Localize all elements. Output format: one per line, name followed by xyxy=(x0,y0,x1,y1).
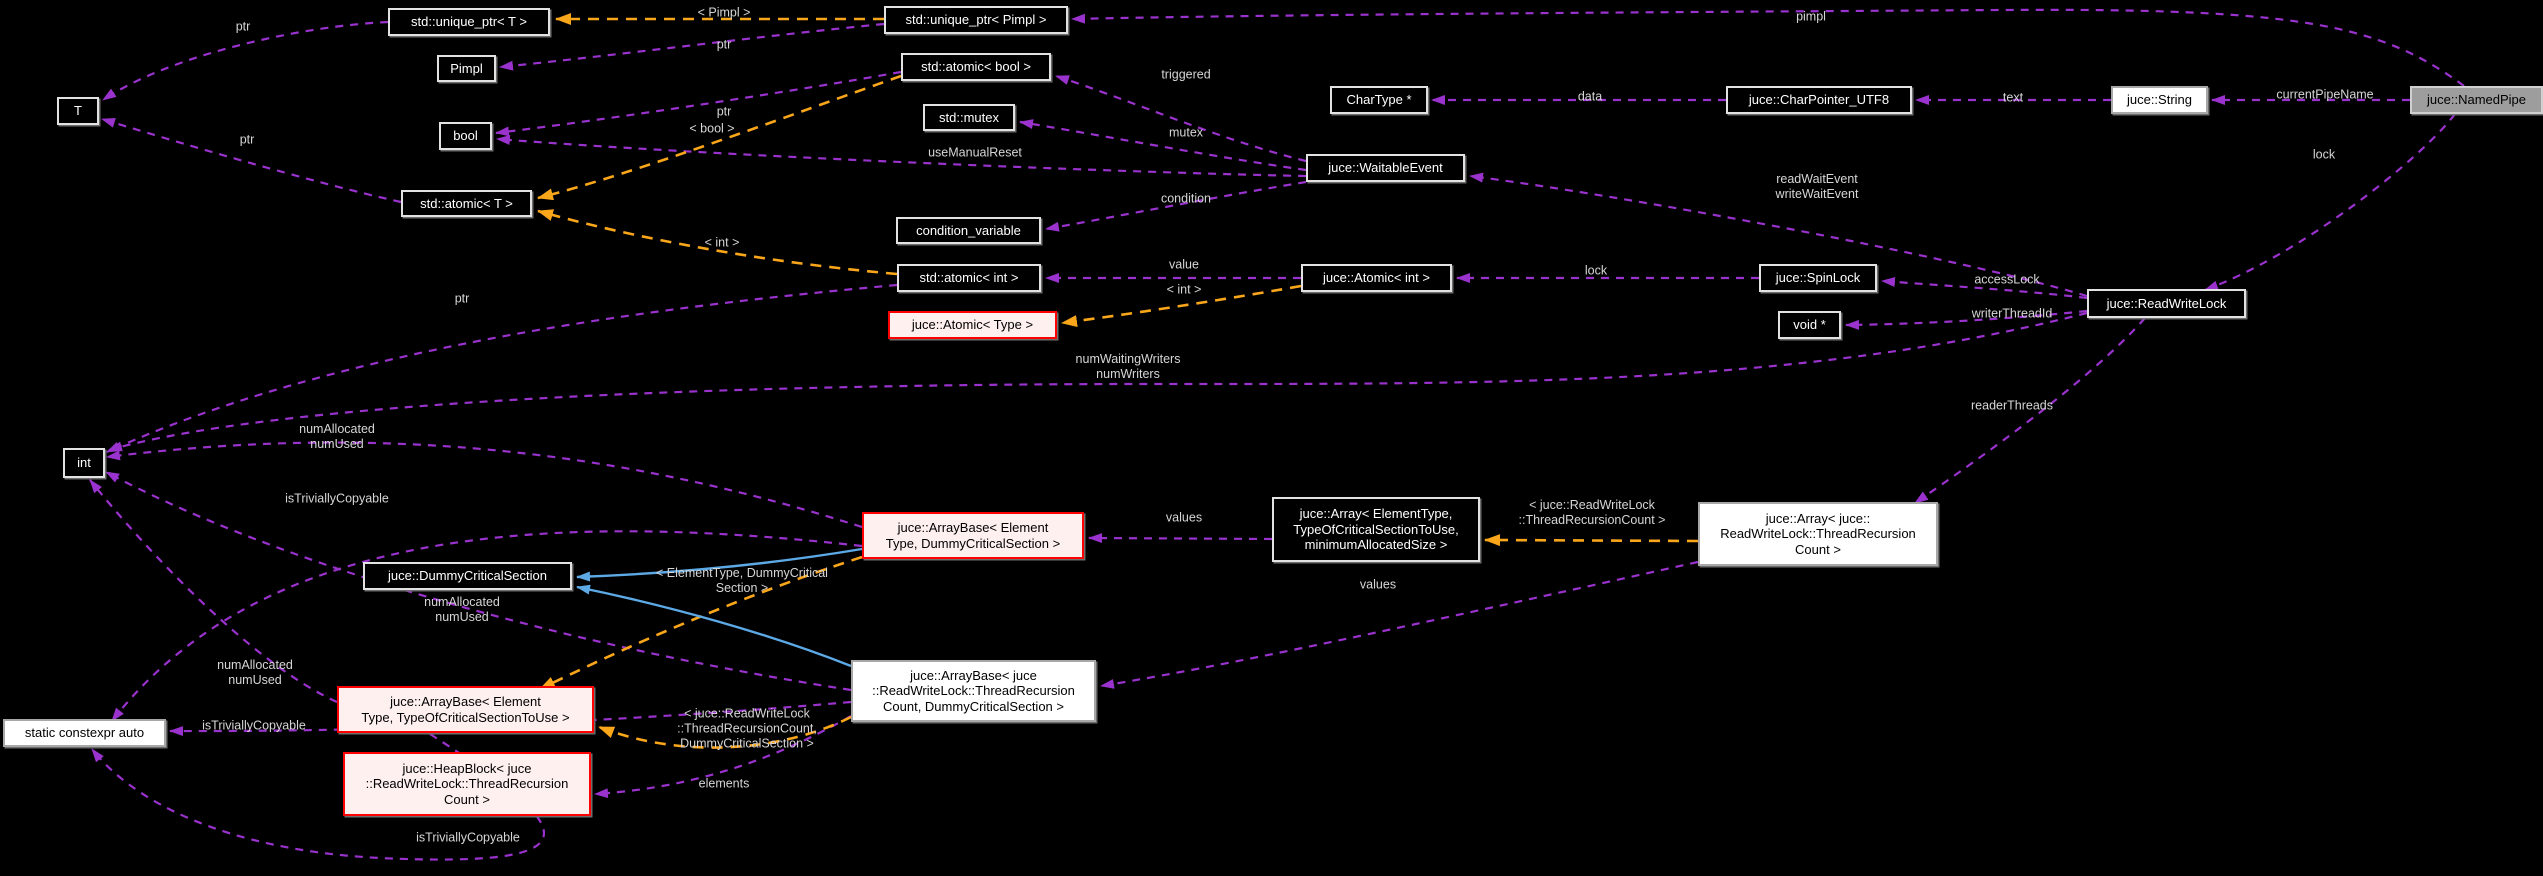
edge-readwritelock-to-void-ptr xyxy=(1845,309,2088,330)
node-t[interactable]: T xyxy=(57,97,99,125)
edge-arraybase-elem-dummy-inherits-dummycs xyxy=(576,547,863,582)
edge-atomic-bool-to-bool xyxy=(495,70,902,137)
edge-atomic-int-to-atomic-type xyxy=(1061,284,1302,327)
edge-arraybase-elem-dummy-to-arraybase-tocstu xyxy=(539,555,863,691)
node-juce-charpointer-utf8[interactable]: juce::CharPointer_UTF8 xyxy=(1726,86,1912,114)
node-std-unique-ptr-pimpl[interactable]: std::unique_ptr< Pimpl > xyxy=(884,6,1068,34)
edge-namedpipe-to-readwritelock xyxy=(2204,113,2456,292)
edge-readwritelock-to-spinlock xyxy=(1881,276,2088,300)
edge-arraybase-rwl-dummy-to-heapblock xyxy=(594,715,852,799)
edge-waitableevent-to-bool xyxy=(496,135,1307,178)
node-bool[interactable]: bool xyxy=(439,122,492,150)
edge-waitableevent-to-mutex xyxy=(1019,119,1307,172)
node-juce-string[interactable]: juce::String xyxy=(2111,86,2208,114)
edge-array-rwl-to-array-elemtype xyxy=(1484,534,1699,547)
edge-waitableevent-to-atomic-bool xyxy=(1055,74,1307,163)
node-juce-spinlock[interactable]: juce::SpinLock xyxy=(1759,264,1877,292)
node-juce-heapblock[interactable]: juce::HeapBlock< juce ::ReadWriteLock::T… xyxy=(343,752,591,816)
edge-readwritelock-to-int xyxy=(108,311,2088,452)
node-std-atomic-bool[interactable]: std::atomic< bool > xyxy=(901,53,1051,81)
edge-unique-ptr-pimpl-to-pimpl xyxy=(499,22,885,71)
edge-array-elemtype-to-arraybase-elem-dummy xyxy=(1088,533,1273,544)
node-int[interactable]: int xyxy=(63,448,105,478)
node-juce-array-rwl-trc[interactable]: juce::Array< juce:: ReadWriteLock::Threa… xyxy=(1698,502,1938,566)
node-std-unique-ptr-t[interactable]: std::unique_ptr< T > xyxy=(388,8,550,36)
node-juce-dummycriticalsection[interactable]: juce::DummyCriticalSection xyxy=(363,562,572,590)
edge-std-atomic-int-to-int xyxy=(106,283,898,454)
edge-readwritelock-to-array-rwl xyxy=(1914,317,2146,504)
node-std-mutex[interactable]: std::mutex xyxy=(923,104,1015,131)
node-pimpl[interactable]: Pimpl xyxy=(437,55,496,82)
node-std-atomic-t[interactable]: std::atomic< T > xyxy=(401,190,532,217)
edge-arraybase-elem-tocstu-to-int xyxy=(89,479,338,704)
edge-array-rwl-to-arraybase-rwl-dummy xyxy=(1100,560,1699,689)
node-juce-arraybase-elem-tocstu[interactable]: juce::ArrayBase< Element Type, TypeOfCri… xyxy=(337,686,594,733)
edge-arraybase-elem-dummy-to-static xyxy=(111,530,863,722)
edge-namedpipe-to-unique-ptr-pimpl xyxy=(1071,8,2465,87)
node-std-atomic-int[interactable]: std::atomic< int > xyxy=(897,264,1041,292)
edge-std-atomic-int-to-atomic-t xyxy=(537,209,898,276)
edge-arraybase-elem-dummy-to-int xyxy=(106,441,863,529)
node-juce-array-elemtype[interactable]: juce::Array< ElementType, TypeOfCritical… xyxy=(1272,497,1480,562)
node-juce-waitableevent[interactable]: juce::WaitableEvent xyxy=(1306,154,1465,182)
node-static-constexpr-auto[interactable]: static constexpr auto xyxy=(3,719,166,747)
node-juce-readwritelock[interactable]: juce::ReadWriteLock xyxy=(2087,289,2246,318)
node-juce-atomic-type[interactable]: juce::Atomic< Type > xyxy=(888,311,1057,339)
edge-unique-ptr-t-to-t xyxy=(102,20,389,101)
edge-atomic-t-to-t xyxy=(101,117,402,204)
node-juce-arraybase-elem-dummy[interactable]: juce::ArrayBase< Element Type, DummyCrit… xyxy=(862,512,1084,559)
node-chartype-ptr[interactable]: CharType * xyxy=(1330,86,1428,114)
edge-arraybase-rwl-dummy-to-int xyxy=(105,471,852,692)
node-condition-variable[interactable]: condition_variable xyxy=(896,217,1041,244)
edge-arraybase-rwl-dummy-to-arraybase-tocstu xyxy=(598,715,852,749)
edge-atomic-bool-to-atomic-t xyxy=(537,74,902,201)
node-juce-atomic-int[interactable]: juce::Atomic< int > xyxy=(1301,264,1452,292)
edge-arraybase-rwl-dummy-inherits-dummycs xyxy=(576,584,852,668)
edge-waitableevent-to-condition-variable xyxy=(1045,180,1307,232)
node-juce-namedpipe[interactable]: juce::NamedPipe xyxy=(2410,86,2543,114)
node-juce-arraybase-rwl-dummy[interactable]: juce::ArrayBase< juce ::ReadWriteLock::T… xyxy=(851,660,1096,722)
node-void-ptr[interactable]: void * xyxy=(1778,311,1841,339)
